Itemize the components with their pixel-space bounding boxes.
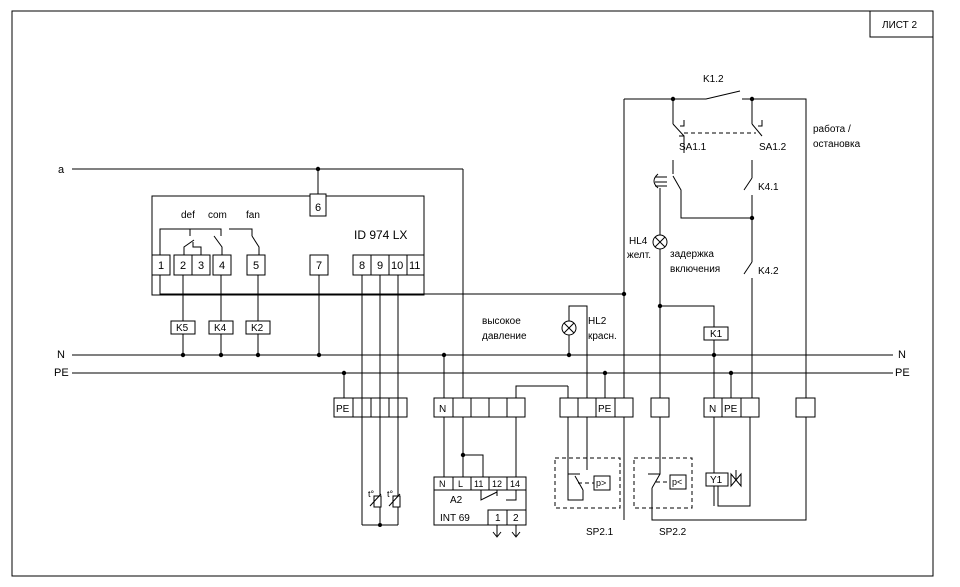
bus-pe-label-left: PE (54, 367, 69, 379)
coil-k4-label: K4 (214, 323, 227, 334)
int69-terminal-14: 14 (510, 479, 520, 489)
k42-label: K4.2 (758, 266, 779, 277)
hl4-color: желт. (627, 250, 651, 261)
high-pressure-label-1: высокое (482, 316, 521, 327)
sp22-label: SP2.2 (659, 527, 687, 538)
bus-pe-label-right: PE (895, 367, 910, 379)
switch-sa12: SA1.2 (751, 99, 787, 178)
int69-terminal-12: 12 (492, 479, 502, 489)
controller-model: ID 974 LX (354, 228, 407, 242)
sa11-label: SA1.1 (679, 142, 707, 153)
relay-label-com: com (208, 210, 227, 221)
terminal-3: 3 (198, 260, 204, 272)
terminal-block-k1-pe-label: PE (724, 404, 738, 415)
bus-a: a (58, 164, 464, 398)
lamp-hl2: высокое давление HL2 красн. (482, 305, 617, 398)
bus-n-label-right: N (898, 349, 906, 361)
terminal-1: 1 (158, 260, 164, 272)
lamp-hl4: HL4 желт. задержка включения (627, 234, 720, 398)
int69-terminal-l: L (458, 479, 463, 489)
terminal-block-k1: N PE (703, 370, 816, 418)
bus-n: N N (57, 349, 906, 361)
sheet-frame (11, 10, 934, 577)
coil-k4: K4 (208, 275, 234, 358)
int69-out-1: 1 (495, 513, 501, 524)
terminal-block-sensors: PE t° t° (333, 275, 408, 527)
bus-n-label-left: N (57, 349, 65, 361)
contact-k42: K4.2 (743, 218, 779, 398)
terminal-4: 4 (219, 260, 225, 272)
hl2-color: красн. (588, 331, 617, 342)
temperature-sensors: t° t° (362, 489, 401, 527)
run-stop-label-2: остановка (813, 139, 861, 150)
terminal-9: 9 (377, 260, 383, 272)
sheet-label: ЛИСТ 2 (882, 20, 918, 31)
hl2-label: HL2 (588, 316, 607, 327)
coil-k1-label: K1 (710, 329, 723, 340)
terminal-block-k1-n-label: N (709, 404, 716, 415)
int69-name: A2 (450, 495, 463, 506)
coil-k5: K5 (170, 275, 196, 358)
relay-label-fan: fan (246, 210, 260, 221)
coil-k5-label: K5 (176, 323, 189, 334)
sp22-symbol: p< (672, 477, 682, 487)
controller-terminal-strip: 1 2 3 4 5 7 8 9 10 11 (151, 254, 425, 276)
int69-module: N L 11 12 14 A2 INT 69 1 2 (433, 476, 527, 538)
relay-label-def: def (181, 210, 195, 221)
sp21-symbol: p> (596, 478, 606, 488)
terminal-block-hl2-pe-label: PE (598, 404, 612, 415)
controller-terminal-6-label: 6 (315, 202, 321, 214)
terminal-block-int69: N (433, 352, 568, 477)
hl4-label: HL4 (629, 236, 648, 247)
contact-k12: K1.2 (624, 74, 807, 398)
delay-label-2: включения (670, 264, 720, 275)
terminal-8: 8 (359, 260, 365, 272)
terminal-7: 7 (316, 260, 322, 272)
terminal-block-n-label: N (439, 404, 446, 415)
terminal-block-hl2: PE (559, 99, 634, 418)
svg-text:t°: t° (368, 489, 375, 499)
controller: 6 ID 974 LX def com fan 1 2 3 4 5 (151, 193, 425, 296)
high-pressure-label-2: давление (482, 331, 527, 342)
terminal-2: 2 (180, 260, 186, 272)
int69-model: INT 69 (440, 513, 470, 524)
coil-k1: K1 (703, 326, 729, 398)
contact-k41: K4.1 (743, 177, 779, 221)
pressure-switch-sp22: p< SP2.2 (633, 397, 807, 538)
coil-k2-label: K2 (251, 323, 264, 334)
run-stop-label-1: работа / (813, 123, 851, 135)
pressure-switch-sp21: p> SP2.1 (554, 417, 625, 538)
bus-a-label: a (58, 164, 65, 176)
bus-pe: PE PE (54, 367, 910, 379)
int69-out-2: 2 (513, 513, 519, 524)
y1-label: Y1 (710, 475, 723, 486)
delay-label-1: задержка (670, 249, 714, 260)
int69-terminal-n: N (439, 479, 446, 489)
coil-k2: K2 (245, 275, 271, 358)
sheet-label-box (869, 10, 934, 38)
solenoid-valve-y1: Y1 (705, 417, 751, 507)
sa12-label: SA1.2 (759, 142, 787, 153)
int69-terminal-11: 11 (474, 479, 483, 489)
terminal-5: 5 (253, 260, 259, 272)
k12-label: K1.2 (703, 74, 724, 85)
sp21-label: SP2.1 (586, 527, 614, 538)
k41-label: K4.1 (758, 182, 779, 193)
controller-terminal-6 (309, 193, 327, 217)
terminal-10: 10 (391, 260, 403, 272)
terminal-block-pe-label: PE (336, 404, 350, 415)
svg-text:t°: t° (387, 489, 394, 499)
terminal-11: 11 (409, 260, 420, 272)
switch-sa11: SA1.1 (653, 99, 753, 235)
